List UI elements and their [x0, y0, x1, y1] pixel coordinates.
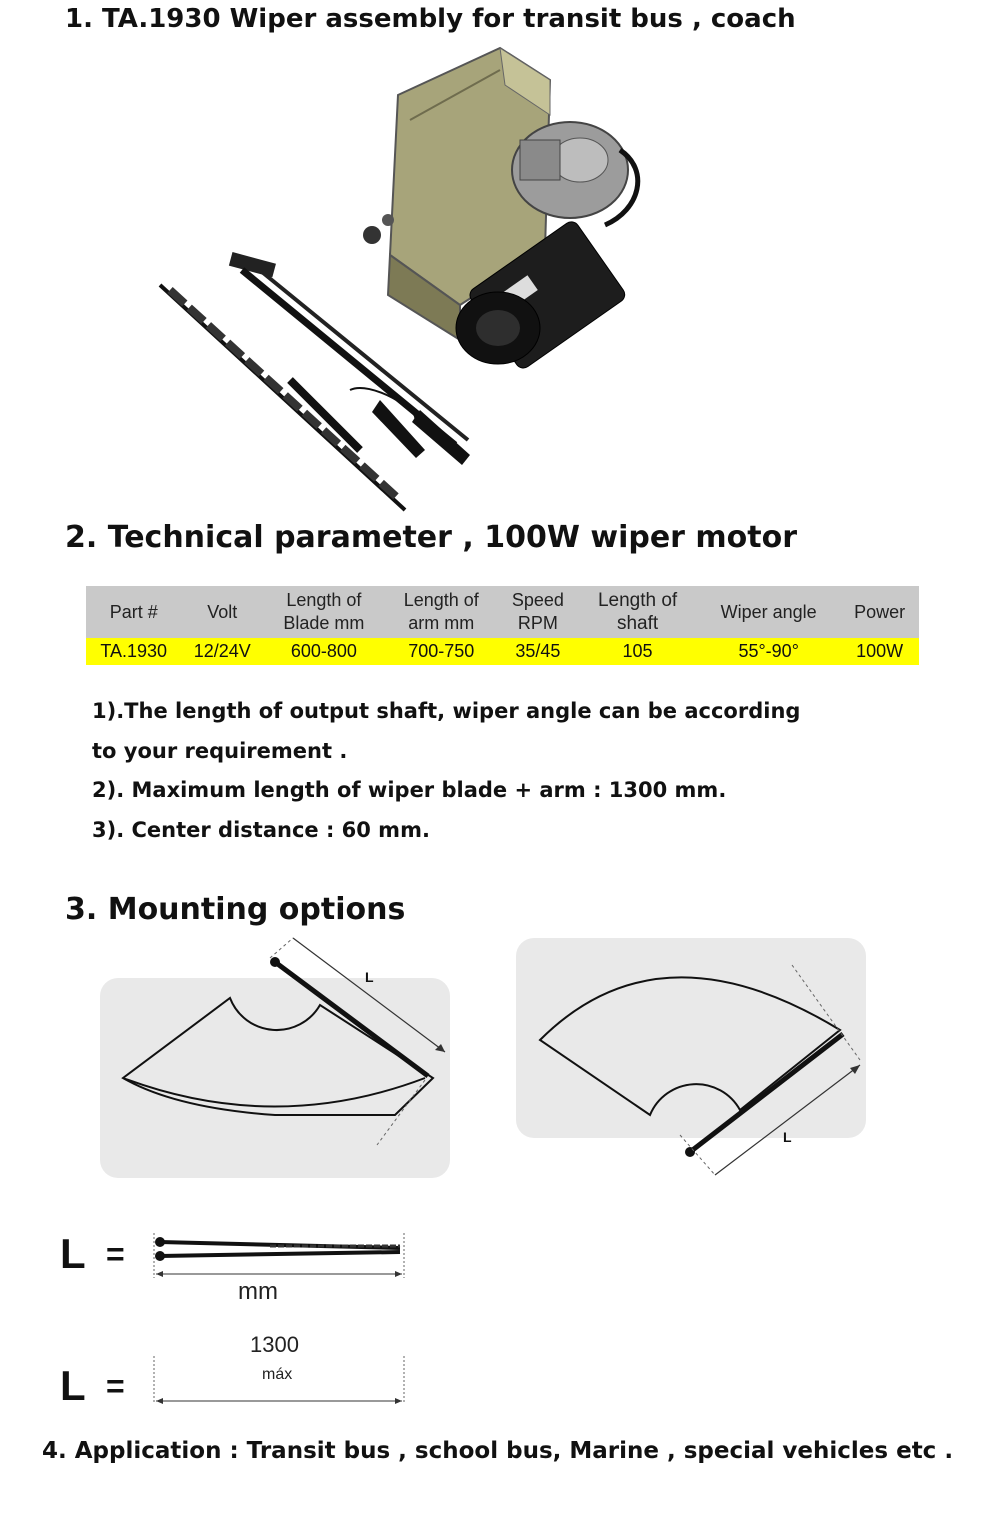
equals-sign-2: = [106, 1368, 125, 1404]
section-4-title: 4. Application : Transit bus , school bu… [42, 1438, 954, 1464]
max-length-dimension [153, 1356, 405, 1404]
wiper-assembly-photo [158, 46, 641, 512]
cell-volt: 12/24V [181, 638, 264, 665]
section-1-title: 1. TA.1930 Wiper assembly for transit bu… [65, 4, 796, 34]
length-symbol-2: L [60, 1362, 86, 1409]
note-3: 3). Center distance : 60 mm. [92, 817, 430, 842]
length-formula-max: L = 1300 máx [60, 1330, 420, 1420]
col-power: Power [840, 586, 919, 638]
equals-sign: = [106, 1236, 125, 1272]
section-2-title: 2. Technical parameter , 100W wiper moto… [65, 520, 798, 555]
note-2: 2). Maximum length of wiper blade + arm … [92, 778, 727, 802]
mounting-diagram-bottom: L [516, 938, 866, 1176]
table-row: TA.1930 12/24V 600-800 700-750 35/45 105… [86, 638, 919, 665]
length-formula-mm: L = mm [60, 1228, 420, 1328]
note-1: 1).The length of output shaft, wiper ang… [92, 699, 801, 723]
length-label-left: L [365, 969, 374, 985]
notes-list: 1).The length of output shaft, wiper ang… [92, 692, 800, 850]
cell-speed: 35/45 [497, 638, 579, 665]
cell-shaft-length: 105 [578, 638, 698, 665]
cell-wiper-angle: 55°-90° [697, 638, 841, 665]
wiper-arm-icon [153, 1233, 405, 1278]
mounting-diagram-top: L [100, 937, 450, 1178]
col-volt: Volt [181, 586, 264, 638]
col-wiper-angle: Wiper angle [697, 586, 841, 638]
col-part: Part # [86, 586, 182, 638]
unit-label: mm [238, 1278, 278, 1305]
length-label-right: L [783, 1129, 792, 1145]
max-length-value: 1300 [250, 1332, 299, 1357]
section-3-title: 3. Mounting options [65, 892, 406, 927]
cell-part: TA.1930 [86, 638, 182, 665]
cell-arm-length: 700-750 [384, 638, 498, 665]
max-label: máx [262, 1366, 293, 1383]
note-1-continued: to your requirement . [92, 738, 348, 763]
length-symbol: L [60, 1230, 86, 1277]
cell-blade-length: 600-800 [263, 638, 385, 665]
cell-power: 100W [840, 638, 919, 665]
